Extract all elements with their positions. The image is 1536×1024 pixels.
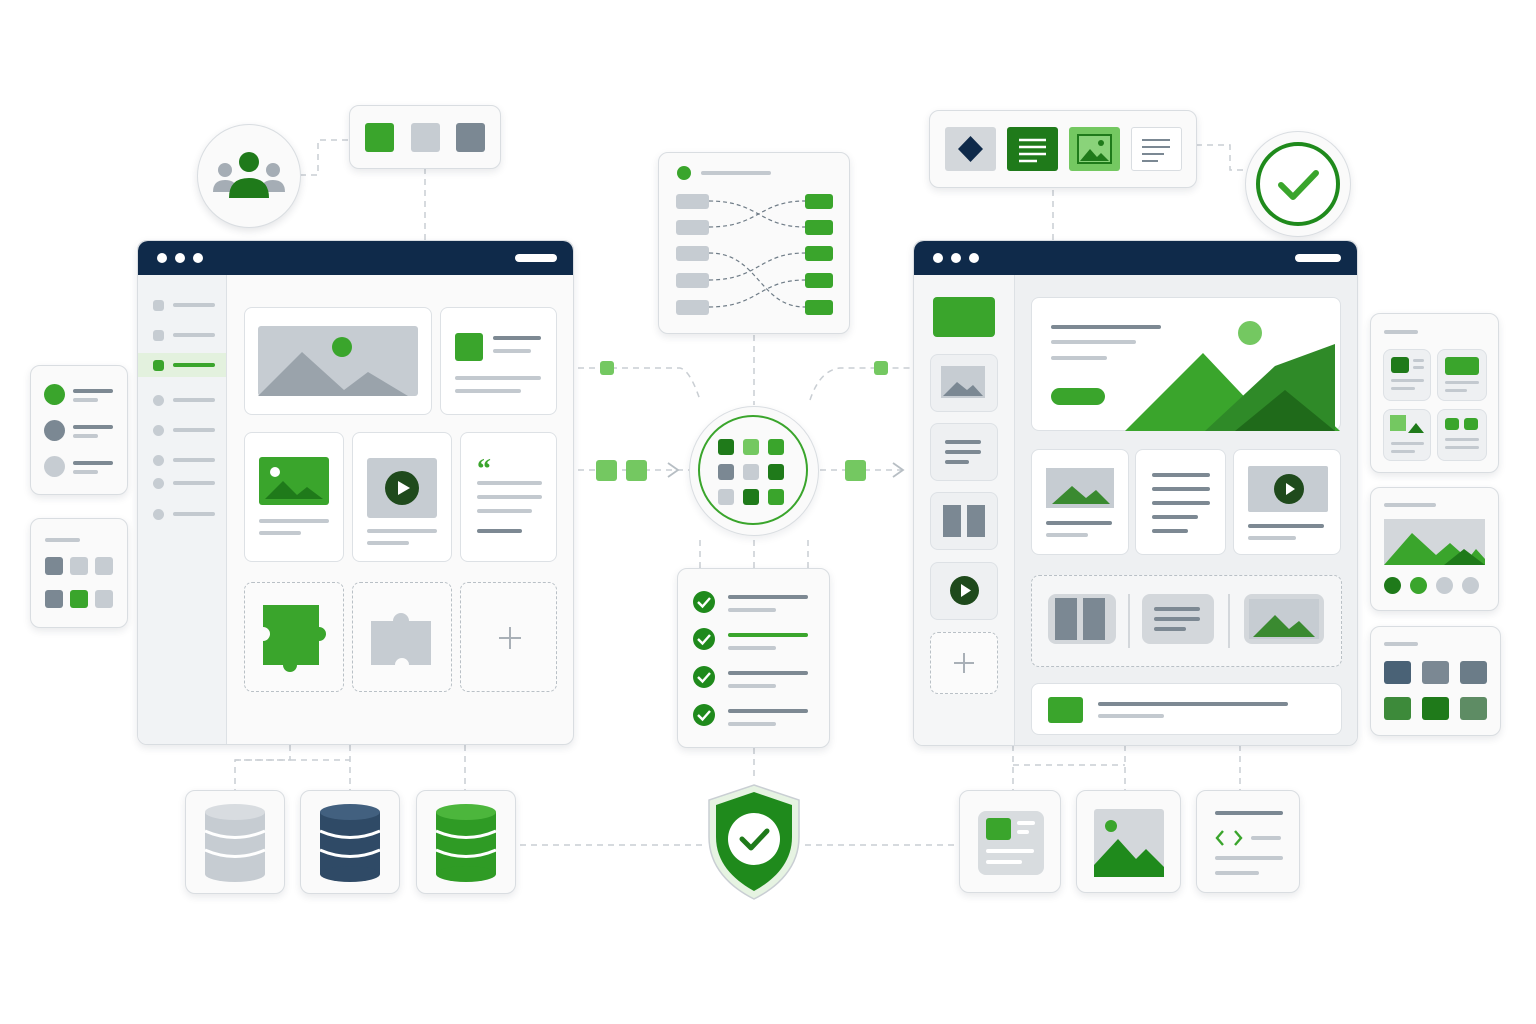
puzzle-slot-empty[interactable] <box>352 582 452 692</box>
radio-option[interactable] <box>44 420 65 441</box>
left-browser-window: “ <box>137 240 574 745</box>
sidebar-item[interactable] <box>153 455 164 466</box>
checklist-card <box>677 568 830 748</box>
video-card[interactable] <box>1233 449 1341 555</box>
database-green[interactable] <box>416 790 516 894</box>
palette-add-block[interactable] <box>930 632 998 694</box>
users-icon <box>197 124 301 228</box>
article-card[interactable] <box>959 790 1061 893</box>
image-card[interactable] <box>1031 449 1129 555</box>
format-toolbar <box>929 110 1197 188</box>
palette-block-video[interactable] <box>930 562 998 620</box>
photo-card[interactable] <box>1076 790 1181 893</box>
svg-text:“: “ <box>477 458 491 476</box>
quote-card[interactable]: “ <box>460 432 557 562</box>
play-icon[interactable] <box>1274 474 1304 504</box>
palette-block-header[interactable] <box>933 297 995 337</box>
play-icon <box>950 576 979 605</box>
footer-bar[interactable] <box>1031 683 1342 735</box>
shield-check-icon <box>708 784 800 900</box>
palette-block-text[interactable] <box>930 423 998 481</box>
image-icon <box>1046 468 1114 508</box>
check-circle-icon <box>1245 131 1351 237</box>
grid-icon <box>718 439 788 505</box>
database-icon <box>319 804 381 882</box>
palette-block-columns[interactable] <box>930 492 998 550</box>
data-packet <box>596 460 617 481</box>
database-gray[interactable] <box>185 790 285 894</box>
mapping-lines <box>708 200 806 308</box>
columns-icon <box>1055 598 1105 640</box>
hero-image-block[interactable] <box>244 307 432 415</box>
radio-list-card <box>30 365 128 495</box>
puzzle-icon <box>371 613 431 665</box>
image-icon <box>259 457 329 505</box>
text-card[interactable] <box>1135 449 1226 555</box>
sidebar-item[interactable] <box>153 330 164 341</box>
puzzle-icon <box>263 605 326 672</box>
quote-icon: “ <box>477 458 491 476</box>
image-icon <box>1094 809 1164 877</box>
swatch-gray[interactable] <box>411 123 440 152</box>
grid-swatch-card <box>30 518 128 628</box>
image-icon <box>941 366 985 398</box>
columns-icon <box>943 505 985 537</box>
layout-section[interactable] <box>1031 575 1342 667</box>
plus-icon <box>954 653 974 673</box>
document-icon[interactable] <box>1007 127 1058 171</box>
image-icon[interactable] <box>1069 127 1120 171</box>
title-bar <box>138 241 573 275</box>
image-icon <box>1249 599 1319 639</box>
field-mapping-card <box>658 152 850 334</box>
add-block-slot[interactable] <box>460 582 557 692</box>
video-card[interactable] <box>352 432 452 562</box>
database-navy[interactable] <box>300 790 400 894</box>
code-icon <box>1215 830 1243 846</box>
connector-node <box>874 361 888 375</box>
palette-block-image[interactable] <box>930 354 998 412</box>
sidebar-item[interactable] <box>153 300 164 311</box>
sidebar-item[interactable] <box>153 478 164 489</box>
plus-icon <box>499 627 521 649</box>
title-bar <box>914 241 1357 275</box>
swatch-green[interactable] <box>365 123 394 152</box>
swatch-dark-gray[interactable] <box>456 123 485 152</box>
database-icon <box>204 804 266 882</box>
gallery-card <box>1370 487 1499 611</box>
diamond-icon[interactable] <box>945 127 996 171</box>
sidebar-item[interactable] <box>153 425 164 436</box>
sidebar <box>138 275 227 744</box>
palette-card <box>1370 626 1501 736</box>
play-icon[interactable] <box>385 471 419 505</box>
image-card[interactable] <box>244 432 344 562</box>
data-packet <box>845 460 866 481</box>
hero-cta-button[interactable] <box>1051 388 1105 405</box>
block-palette <box>914 275 1015 745</box>
sidebar-item[interactable] <box>153 509 164 520</box>
connector-node <box>600 361 614 375</box>
text-card[interactable] <box>440 307 557 415</box>
image-icon <box>1125 321 1340 431</box>
puzzle-slot-filled[interactable] <box>244 582 344 692</box>
radio-option[interactable] <box>44 456 65 477</box>
radio-option-selected[interactable] <box>44 384 65 405</box>
hero-section[interactable] <box>1031 297 1341 431</box>
image-icon <box>1384 519 1485 565</box>
code-card[interactable] <box>1196 790 1300 893</box>
text-align-icon[interactable] <box>1131 127 1182 171</box>
database-icon <box>435 804 497 882</box>
layout-grid-card <box>1370 313 1499 473</box>
grid-hub[interactable] <box>689 406 819 536</box>
sidebar-item[interactable] <box>153 395 164 406</box>
data-packet <box>626 460 647 481</box>
swatch-card <box>349 105 501 169</box>
image-icon <box>258 326 418 396</box>
right-browser-window <box>913 240 1358 746</box>
